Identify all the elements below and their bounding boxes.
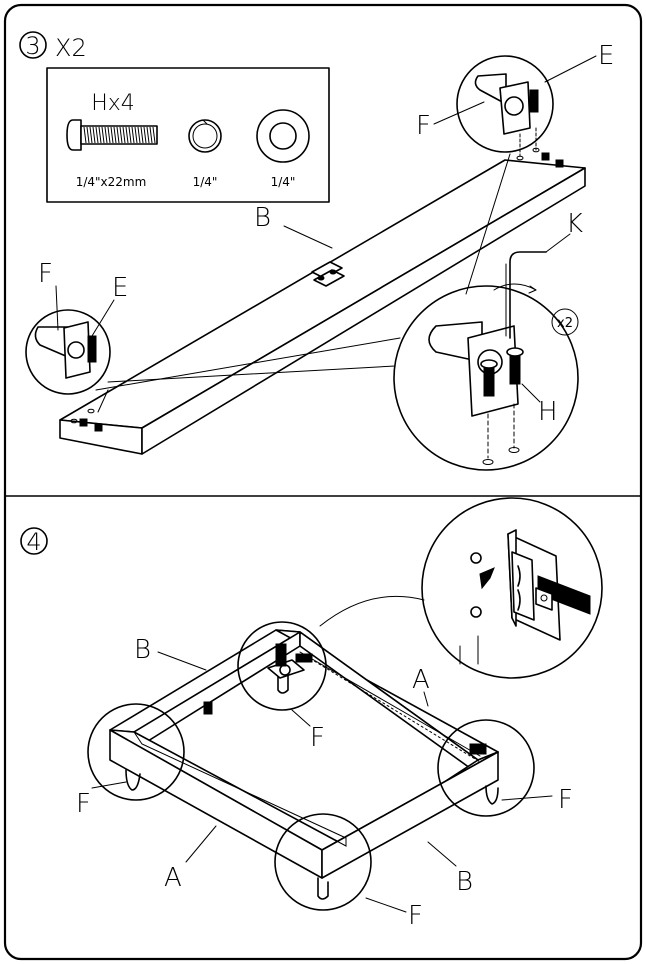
detail-circle-left [25,309,111,395]
bolt-icon [66,119,158,151]
leg-f-left-label-4: F [76,789,91,819]
rail-a-front-label: A [164,863,182,893]
leg-f-front-label: F [408,901,423,931]
rail-b-front-label: B [456,867,473,897]
bolt-icon [470,552,482,618]
step-3-multiplier: X2 [55,34,87,62]
leg-f-left-label: F [38,259,53,289]
step-4-number-circle [20,527,48,555]
bolt-h-label: H [538,397,558,427]
nut-icon [79,418,103,432]
repeat-badge [551,308,579,336]
lock-washer-size: 1/4" [193,175,218,189]
detail-circle-front [274,813,372,911]
detail-circle-back-corner [237,621,327,711]
detail-circle-top-right [456,55,554,157]
bolt-size: 1/4"x22mm [76,175,147,189]
leg-f-right-label: F [416,111,431,141]
rail-a-right-label: A [412,665,430,695]
zoom-detail [459,529,591,665]
nut-icon [541,152,564,168]
rail-b-label: B [254,203,271,233]
bolt-icon [480,347,524,397]
bracket-e-right-label: E [598,41,614,71]
leg-f-right-label-4: F [558,785,573,815]
leg-f-center-label: F [310,723,325,753]
repeat-label: x2 [557,316,573,331]
allen-key-icon [493,251,547,339]
lock-washer-icon [188,119,222,153]
rail-b-back-label: B [134,635,151,665]
detail-circle-zoom [421,497,603,679]
detail-circle-front-left [87,703,185,801]
bolt-label: Hx4 [91,91,135,116]
arrow-icon [479,567,495,590]
center-bracket [311,261,345,287]
page-border [3,3,643,961]
step-3: 3 X2 Hx4 1/4"x22mm 1/4" [19,31,614,471]
flat-washer-size: 1/4" [271,175,296,189]
step-3-number: 3 [25,32,40,60]
allen-key-k-label: K [566,209,583,239]
flat-washer-icon [256,109,310,163]
rail-b [59,147,586,455]
detail-circle-large [393,285,579,471]
detail-circle-right [437,719,535,817]
bed-frame [109,629,499,900]
step-4: 4 [20,497,603,931]
step-4-number: 4 [26,528,41,556]
step-3-number-circle [19,31,47,59]
bracket-e-left-label: E [112,273,128,303]
hardware-box: Hx4 1/4"x22mm 1/4" 1/4" [46,67,330,203]
